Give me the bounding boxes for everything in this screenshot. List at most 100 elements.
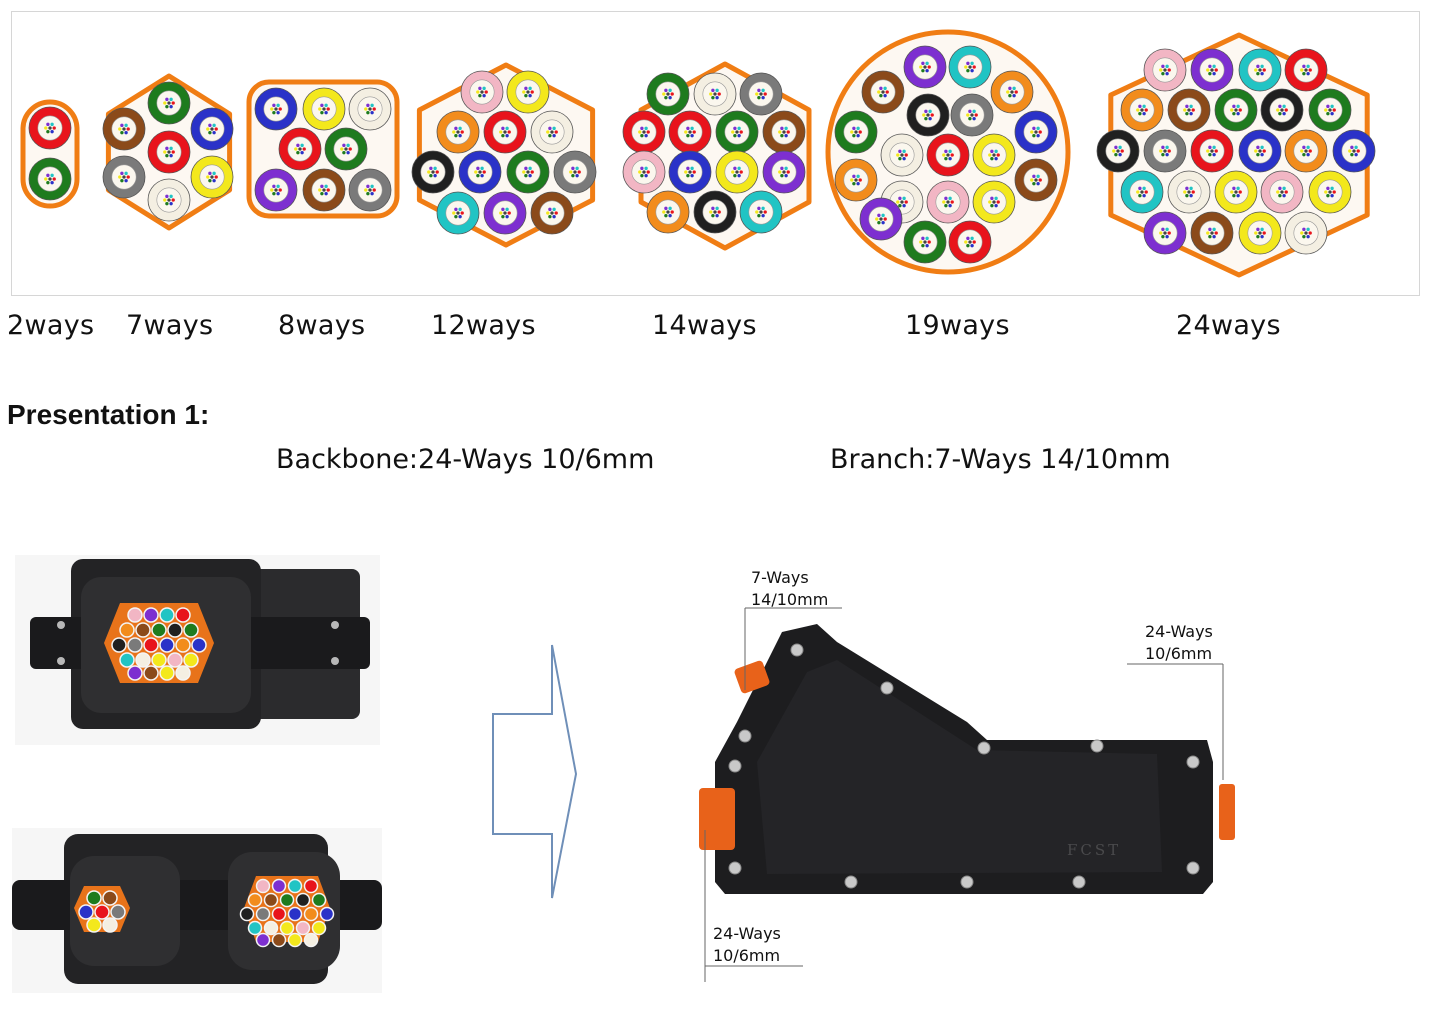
microduct	[1014, 158, 1058, 202]
microduct-end	[86, 917, 102, 933]
microduct	[903, 220, 947, 264]
bundle-2ways	[20, 99, 80, 209]
microduct-end	[175, 607, 191, 623]
microduct-end	[247, 892, 263, 908]
microduct	[348, 168, 392, 212]
microduct-end	[151, 652, 167, 668]
microduct	[1096, 129, 1140, 173]
callout-branch-top-line2: 14/10mm	[751, 590, 829, 609]
microduct-end	[127, 637, 143, 653]
callout-backbone-bottom-line1: 24-Ways	[713, 924, 781, 943]
microduct	[506, 150, 550, 194]
microduct	[1238, 211, 1282, 255]
microduct-end	[247, 920, 263, 936]
callout-backbone-bottom: 24-Ways 10/6mm	[713, 923, 781, 967]
microduct-end	[143, 665, 159, 681]
microduct-end	[271, 932, 287, 948]
microduct	[950, 93, 994, 137]
microduct	[668, 110, 712, 154]
microduct	[1284, 211, 1328, 255]
microduct	[972, 133, 1016, 177]
microduct-end	[102, 890, 118, 906]
microduct-end	[159, 637, 175, 653]
microduct	[926, 180, 970, 224]
microduct	[834, 110, 878, 154]
microduct	[254, 168, 298, 212]
closure-end-view-photo	[15, 555, 380, 745]
microduct	[190, 155, 234, 199]
microduct	[1167, 170, 1211, 214]
branch-port	[734, 660, 770, 694]
callout-backbone-bottom-line2: 10/6mm	[713, 946, 781, 965]
bundle-panel	[11, 11, 1420, 296]
microduct	[460, 70, 504, 114]
microduct	[762, 110, 806, 154]
microduct	[254, 87, 298, 131]
microduct-end	[271, 878, 287, 894]
microduct-end	[287, 932, 303, 948]
microduct	[1238, 48, 1282, 92]
presentation-heading: Presentation 1:	[7, 399, 210, 430]
microduct	[458, 150, 502, 194]
microduct-end	[110, 904, 126, 920]
microduct-end	[143, 637, 159, 653]
microduct	[762, 150, 806, 194]
microduct-end	[135, 652, 151, 668]
microduct-end	[151, 622, 167, 638]
microduct-end	[143, 607, 159, 623]
microduct-end	[295, 892, 311, 908]
bundle-19ways	[825, 29, 1071, 275]
microduct	[1308, 88, 1352, 132]
microduct-end	[279, 892, 295, 908]
microduct	[715, 150, 759, 194]
microduct	[903, 45, 947, 89]
microduct	[530, 110, 574, 154]
microduct-end	[319, 906, 335, 922]
microduct	[436, 191, 480, 235]
microduct	[147, 81, 191, 125]
microduct-end	[119, 622, 135, 638]
microduct	[1143, 48, 1187, 92]
microduct-end	[167, 622, 183, 638]
backbone-port-right	[1219, 784, 1235, 840]
bundle-label-2ways: 2ways	[7, 310, 95, 341]
bundle-14ways	[622, 61, 812, 251]
microduct	[147, 178, 191, 222]
microduct-end	[287, 906, 303, 922]
microduct-end	[303, 878, 319, 894]
microduct	[483, 110, 527, 154]
microduct-end	[94, 904, 110, 920]
microduct	[1014, 110, 1058, 154]
microduct	[948, 45, 992, 89]
microduct	[906, 93, 950, 137]
callout-branch-top-line1: 7-Ways	[751, 568, 809, 587]
microduct	[28, 106, 72, 150]
microduct	[483, 191, 527, 235]
microduct-end	[86, 890, 102, 906]
microduct-end	[263, 892, 279, 908]
microduct	[1190, 211, 1234, 255]
microduct	[1214, 88, 1258, 132]
microduct	[1120, 88, 1164, 132]
microduct	[622, 110, 666, 154]
microduct-end	[111, 637, 127, 653]
microduct	[28, 157, 72, 201]
microduct	[622, 150, 666, 194]
closure-two-port-photo	[12, 828, 382, 993]
bundle-24ways	[1096, 32, 1376, 278]
microduct	[1332, 129, 1376, 173]
microduct	[1284, 48, 1328, 92]
microduct	[693, 190, 737, 234]
bundle-label-7ways: 7ways	[126, 310, 214, 341]
bundle-diagram	[20, 29, 1376, 278]
bundle-label-8ways: 8ways	[278, 310, 366, 341]
microduct	[646, 190, 690, 234]
microduct	[861, 70, 905, 114]
microduct-end	[279, 920, 295, 936]
microduct	[411, 150, 455, 194]
microduct-end	[127, 607, 143, 623]
microduct	[926, 133, 970, 177]
microduct	[880, 133, 924, 177]
microduct	[715, 110, 759, 154]
microduct-end	[159, 607, 175, 623]
